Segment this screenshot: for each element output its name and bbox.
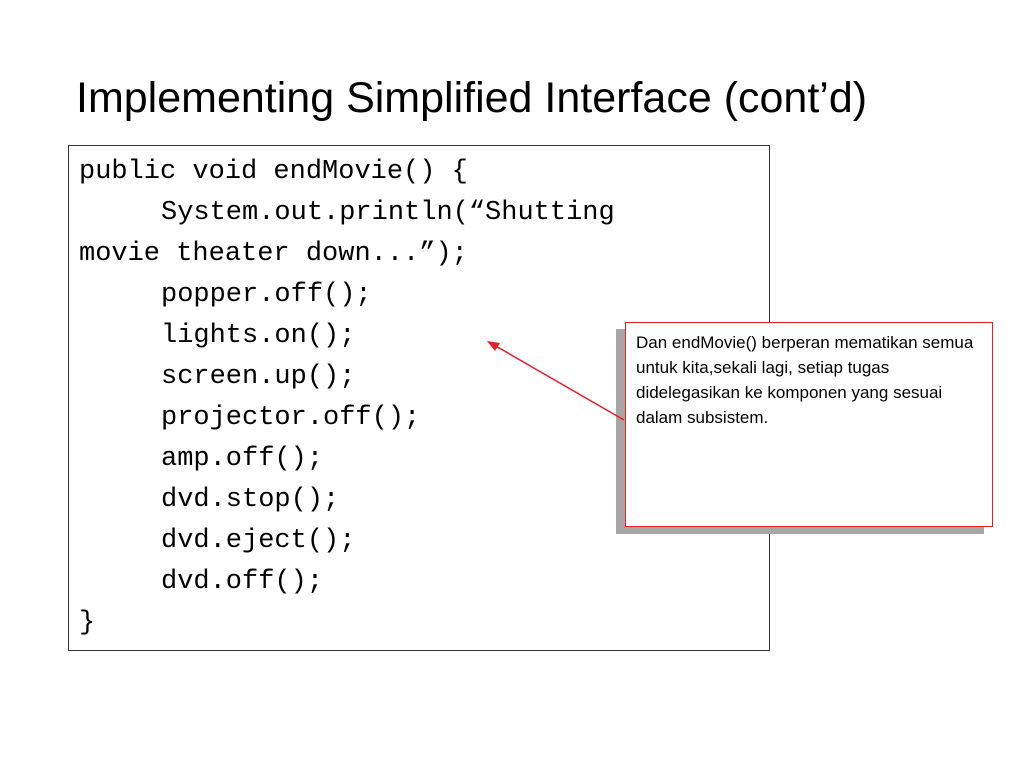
code-line-closing-brace: } xyxy=(79,608,96,638)
code-line-dvd-eject: dvd.eject(); xyxy=(161,526,356,556)
code-line-dvd-stop: dvd.stop(); xyxy=(161,485,340,515)
code-line-println-continued: movie theater down...”); xyxy=(79,239,468,269)
code-line-screen-up: screen.up(); xyxy=(161,362,356,392)
code-line-amp-off: amp.off(); xyxy=(161,444,324,474)
code-line-method-signature: public void endMovie() { xyxy=(79,157,468,187)
slide-title: Implementing Simplified Interface (cont’… xyxy=(76,74,868,122)
callout-text: Dan endMovie() berperan mematikan semua … xyxy=(636,333,974,427)
callout-box: Dan endMovie() berperan mematikan semua … xyxy=(625,322,993,527)
code-line-lights-on: lights.on(); xyxy=(161,321,356,351)
code-line-dvd-off: dvd.off(); xyxy=(161,567,324,597)
code-line-projector-off: projector.off(); xyxy=(161,403,421,433)
code-line-println: System.out.println(“Shutting xyxy=(161,198,615,228)
code-line-popper-off: popper.off(); xyxy=(161,280,372,310)
